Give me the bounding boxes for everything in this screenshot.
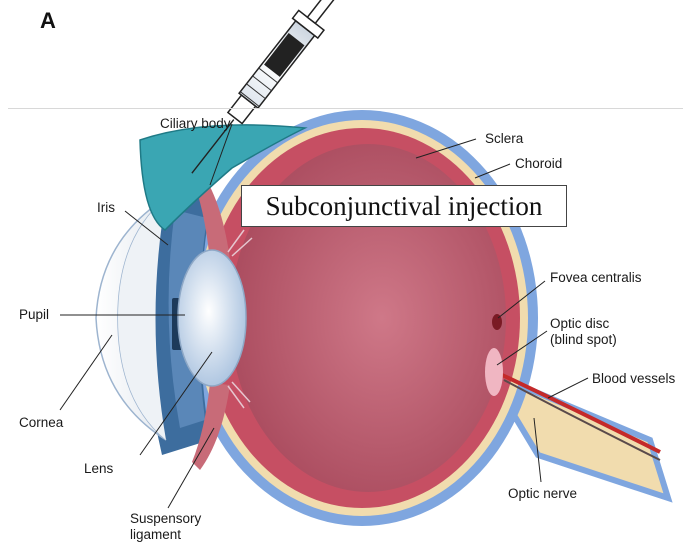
label-pupil: Pupil [19, 307, 49, 322]
label-optic-disc-2: (blind spot) [550, 332, 617, 347]
label-ciliary-body: Ciliary body [160, 116, 231, 131]
label-lens: Lens [84, 461, 113, 476]
optic-disc-shape [485, 348, 503, 396]
label-optic-disc-1: Optic disc [550, 316, 609, 331]
injection-callout-box: Subconjunctival injection [241, 185, 567, 227]
label-optic-nerve: Optic nerve [508, 486, 577, 501]
lens-shape [178, 250, 246, 386]
label-sclera: Sclera [485, 131, 523, 146]
label-blood-vessels: Blood vessels [592, 371, 675, 386]
panel-letter: A [40, 8, 56, 34]
separator-line [8, 108, 683, 109]
label-choroid: Choroid [515, 156, 562, 171]
label-fovea: Fovea centralis [550, 270, 642, 285]
label-iris: Iris [97, 200, 115, 215]
label-suspensory-2: ligament [130, 527, 181, 542]
label-suspensory-1: Suspensory [130, 511, 201, 526]
label-cornea: Cornea [19, 415, 63, 430]
